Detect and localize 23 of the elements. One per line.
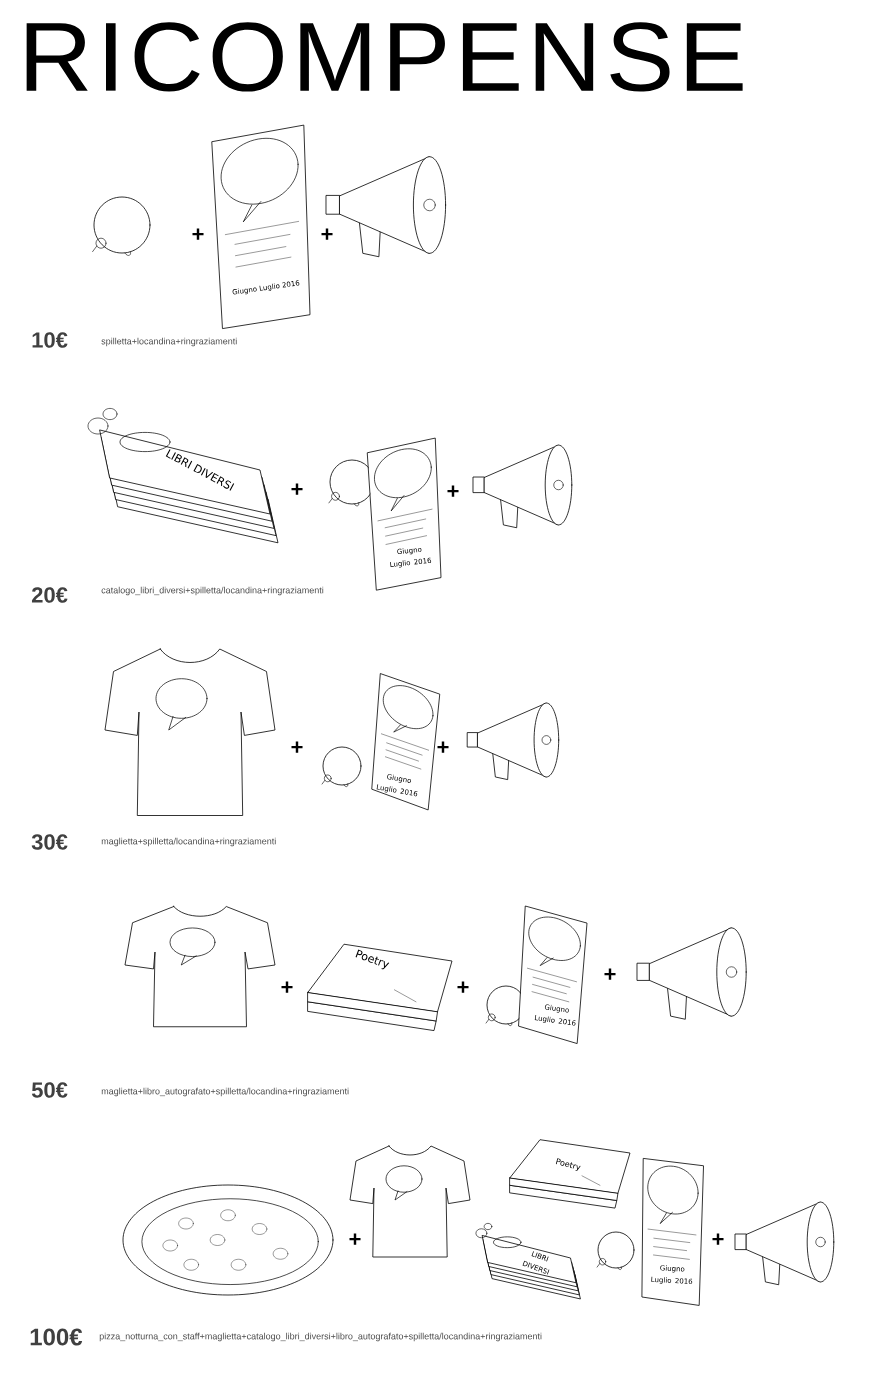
reward-description: maglietta+libro_autografato+spilletta/locandina+ringraziamenti xyxy=(101,1087,349,1097)
reward-description: pizza_notturna_con_staff+maglietta+catalogo_libri_diversi+libro_autografato+spilletta/locandina+ringraziamenti xyxy=(99,1332,542,1342)
plus-sign: + xyxy=(291,741,303,753)
reward-description: maglietta+spilletta/locandina+ringraziamenti xyxy=(101,837,276,847)
reward-description: catalogo_libri_diversi+spilletta/locandina+ringraziamenti xyxy=(101,586,324,596)
plus-sign: + xyxy=(321,228,333,240)
plus-sign: + xyxy=(437,741,449,753)
price-label: 10€ xyxy=(32,332,68,348)
price-label: 50€ xyxy=(31,1082,68,1098)
handwritten-text: Poetry xyxy=(555,1158,581,1172)
price-label: 30€ xyxy=(31,834,68,850)
plus-sign: + xyxy=(349,1233,361,1245)
price-label: 100€ xyxy=(30,1328,83,1346)
plus-sign: + xyxy=(192,228,204,240)
plus-sign: + xyxy=(281,981,293,993)
plus-sign: + xyxy=(291,483,303,495)
title: RICOMPENSE xyxy=(26,22,743,92)
plus-sign: + xyxy=(604,968,616,980)
reward-description: spilletta+locandina+ringraziamenti xyxy=(101,337,237,347)
plus-sign: + xyxy=(457,981,469,993)
plus-sign: + xyxy=(712,1233,724,1245)
plus-sign: + xyxy=(447,485,459,497)
price-label: 20€ xyxy=(31,587,68,603)
